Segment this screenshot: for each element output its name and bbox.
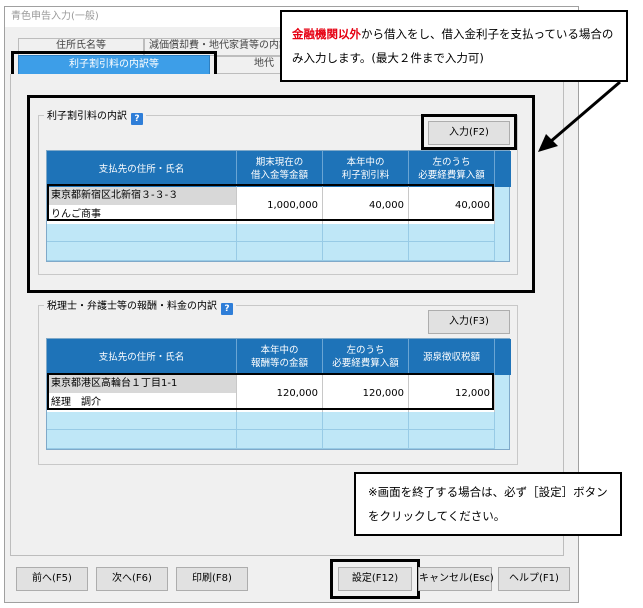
print-button[interactable]: 印刷(F8) [176, 567, 248, 591]
next-button[interactable]: 次へ(F6) [96, 567, 168, 591]
empty-cell[interactable] [237, 430, 323, 449]
empty-cell[interactable] [47, 412, 237, 430]
row-fee: 120,000 [237, 375, 323, 412]
callout-highlight: 金融機関以外 [292, 27, 361, 41]
row-withholding: 12,000 [409, 375, 495, 412]
fee-legend-text: 税理士・弁護士等の報酬・料金の内訳 [47, 301, 217, 312]
set-button[interactable]: 設定(F12) [338, 567, 412, 591]
row-deductible: 120,000 [323, 375, 409, 412]
help-icon[interactable]: ? [131, 113, 143, 125]
row-loan-balance: 1,000,000 [237, 187, 323, 224]
empty-cell[interactable] [409, 224, 495, 242]
empty-cell[interactable] [323, 430, 409, 449]
fee-table: 支払先の住所・氏名 本年中の 報酬等の金額 左のうち 必要経費算入額 源泉徴収税… [46, 338, 511, 450]
empty-cell[interactable] [409, 242, 495, 261]
fee-col-header: 源泉徴収税額 [409, 339, 495, 375]
interest-legend: 利子割引料の内訳? [44, 107, 146, 125]
row-name: りんご商事 [51, 209, 101, 220]
empty-cell[interactable] [47, 242, 237, 261]
interest-highlight-box [27, 95, 535, 293]
table-row[interactable]: 東京都新宿区北新宿３-３-３ りんご商事 [47, 187, 237, 224]
set-button-highlight-box [330, 559, 420, 599]
interest-legend-text: 利子割引料の内訳 [47, 111, 127, 122]
interest-col-header: 期末現在の 借入金等金額 [237, 151, 323, 187]
empty-cell[interactable] [237, 242, 323, 261]
interest-col-header: 支払先の住所・氏名 [47, 151, 237, 187]
interest-row-outline [47, 184, 494, 221]
fee-col-header: 支払先の住所・氏名 [47, 339, 237, 375]
interest-col-header [495, 151, 511, 187]
callout-top: 金融機関以外から借入をし、借入金利子を支払っている場合のみ入力します。(最大２件… [280, 10, 628, 82]
empty-cell[interactable] [409, 412, 495, 430]
fee-col-header: 本年中の 報酬等の金額 [237, 339, 323, 375]
fee-input-button[interactable]: 入力(F3) [428, 310, 510, 334]
fee-col-header [495, 339, 511, 375]
row-name: 経理 調介 [51, 397, 101, 408]
callout-arrow-icon [538, 80, 621, 152]
fee-row-outline [47, 373, 494, 410]
empty-cell[interactable] [47, 224, 237, 242]
empty-cell[interactable] [323, 224, 409, 242]
interest-input-button[interactable]: 入力(F2) [428, 121, 510, 145]
empty-cell[interactable] [323, 242, 409, 261]
row-deductible: 40,000 [409, 187, 495, 224]
prev-button[interactable]: 前へ(F5) [16, 567, 88, 591]
help-icon[interactable]: ? [221, 303, 233, 315]
interest-table: 支払先の住所・氏名 期末現在の 借入金等金額 本年中の 利子割引料 左のうち 必… [46, 150, 511, 262]
empty-cell[interactable] [323, 412, 409, 430]
callout-text: から借入をし、借入金利子を支払っている場合のみ入力します。(最大２件まで入力可) [292, 27, 614, 65]
fee-legend: 税理士・弁護士等の報酬・料金の内訳? [44, 297, 236, 315]
row-address: 東京都新宿区北新宿３-３-３ [47, 187, 236, 205]
row-address: 東京都港区高輪台１丁目1-1 [47, 375, 236, 393]
help-button[interactable]: ヘルプ(F1) [498, 567, 570, 591]
empty-cell[interactable] [237, 412, 323, 430]
empty-cell[interactable] [409, 430, 495, 449]
interest-col-header: 本年中の 利子割引料 [323, 151, 409, 187]
input-button-highlight-box [421, 114, 517, 150]
empty-cell[interactable] [237, 224, 323, 242]
interest-col-header: 左のうち 必要経費算入額 [409, 151, 495, 187]
empty-cell[interactable] [47, 430, 237, 449]
table-row[interactable]: 東京都港区高輪台１丁目1-1 経理 調介 [47, 375, 237, 412]
callout-bottom: ※画面を終了する場合は、必ず［設定］ボタンをクリックしてください。 [354, 472, 622, 536]
row-interest: 40,000 [323, 187, 409, 224]
fee-col-header: 左のうち 必要経費算入額 [323, 339, 409, 375]
cancel-button[interactable]: キャンセル(Esc) [418, 567, 494, 591]
